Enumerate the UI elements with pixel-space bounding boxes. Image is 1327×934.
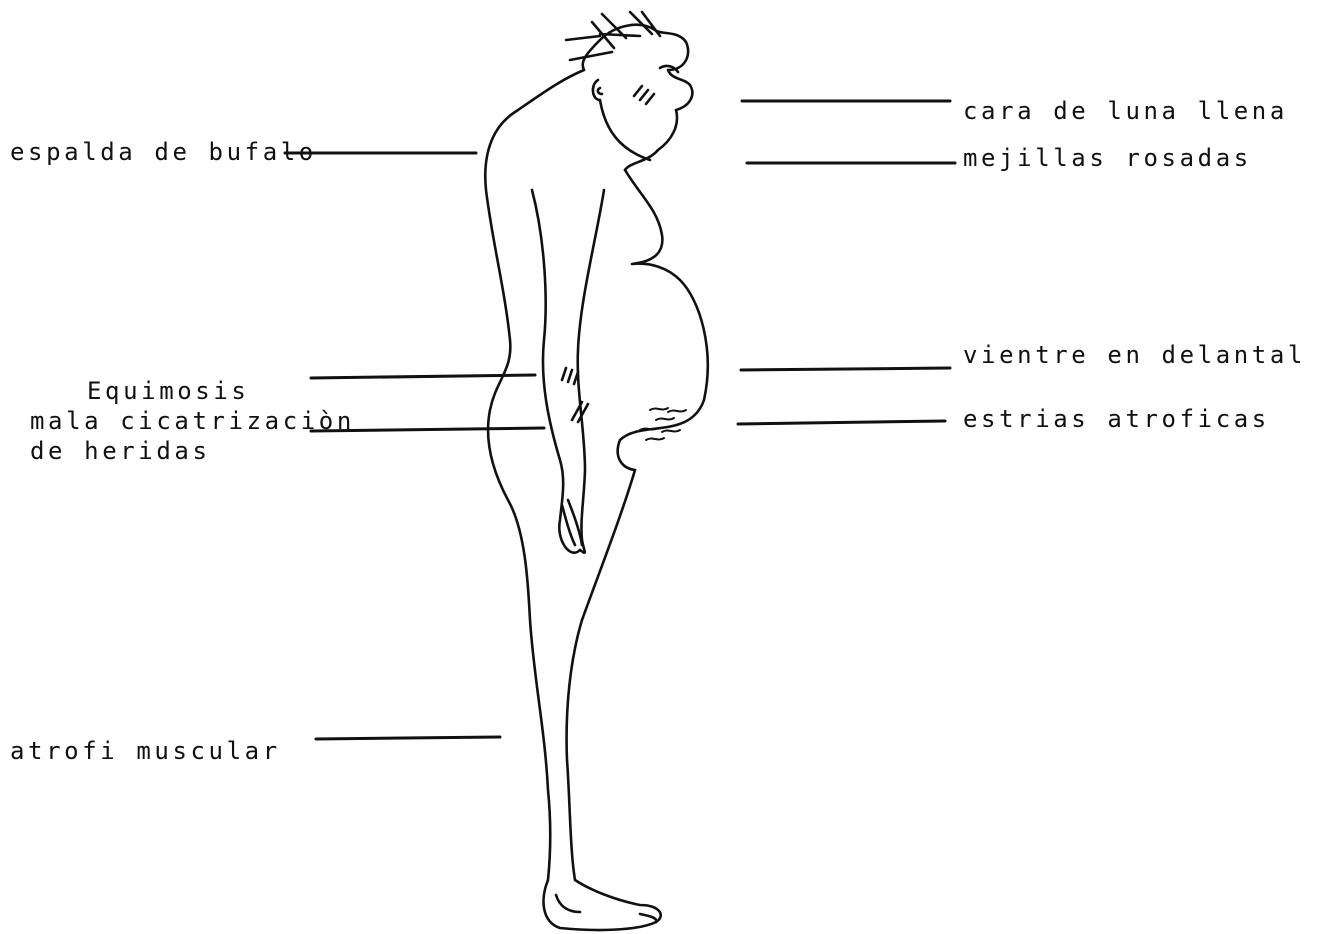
label-de-heridas: de heridas xyxy=(30,436,380,466)
label-cara-luna-llena: cara de luna llena xyxy=(963,96,1288,126)
leader-estrias xyxy=(738,421,945,424)
label-estrias-atroficas: estrias atroficas xyxy=(963,404,1270,434)
leader-vientre xyxy=(741,368,950,370)
label-espalda-bufalo: espalda de bufalo xyxy=(10,137,317,167)
body-outline xyxy=(485,70,660,930)
hand xyxy=(562,500,582,545)
arm-front xyxy=(578,190,604,553)
cheek-marks xyxy=(634,86,654,104)
label-mejillas-rosadas: mejillas rosadas xyxy=(963,143,1252,173)
belly-outline xyxy=(618,170,708,470)
leader-atrofia xyxy=(316,737,500,739)
hair xyxy=(566,12,660,60)
bruise-marks xyxy=(562,368,588,422)
neck-front xyxy=(625,150,658,170)
label-mala-cicatrizacion: mala cicatrizaciòn xyxy=(30,406,380,436)
foot xyxy=(556,895,656,922)
jaw-line xyxy=(600,100,650,160)
label-equimosis: Equimosis xyxy=(30,376,380,406)
label-vientre-delantal: vientre en delantal xyxy=(963,340,1306,370)
label-equimosis-group: Equimosis mala cicatrizaciòn de heridas xyxy=(30,376,380,466)
label-atrofia-muscular: atrofi muscular xyxy=(10,736,281,766)
